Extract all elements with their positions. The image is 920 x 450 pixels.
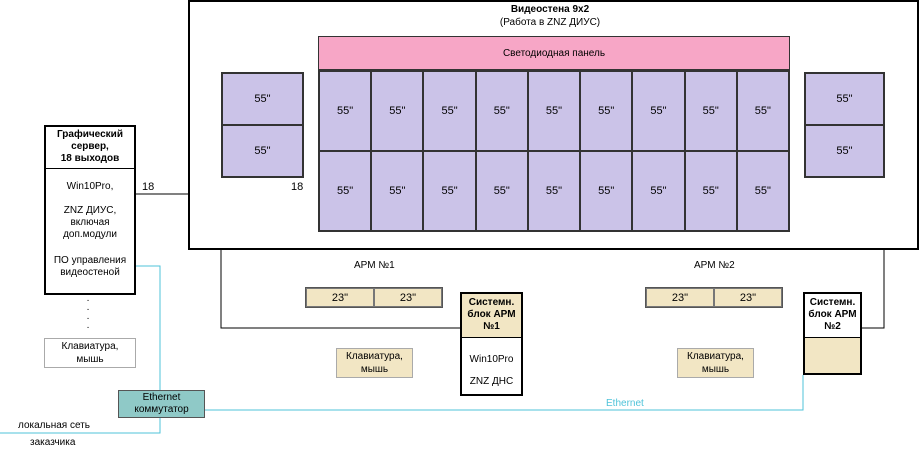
arm2-system-unit: Системн. блок АРМ №2 bbox=[803, 292, 862, 375]
screen-tile: 55" bbox=[580, 151, 633, 231]
server-title-line: Графический bbox=[57, 129, 123, 140]
arm2-unit-title-line: №2 bbox=[824, 321, 841, 332]
arm1-keyboard-mouse: Клавиатура, мышь bbox=[336, 348, 413, 378]
ethernet-line-lan bbox=[0, 418, 161, 434]
arm1-label: АРМ №1 bbox=[354, 260, 395, 271]
ethernet-line-server bbox=[136, 265, 161, 390]
arm1-sw: ZNZ ДНС bbox=[469, 376, 514, 387]
screen-tile: 55" bbox=[632, 151, 685, 231]
server-title-line: сервер, bbox=[71, 141, 109, 152]
screen-tile: 55" bbox=[684, 71, 737, 151]
lan-label-line: заказчика bbox=[30, 437, 76, 448]
screen-tile: 55" bbox=[736, 71, 789, 151]
continuation-dots: · · · · bbox=[86, 295, 90, 333]
arm1-unit-title-line: блок АРМ bbox=[467, 309, 516, 320]
screen-tile: 55" bbox=[423, 71, 476, 151]
monitor: 23" bbox=[714, 288, 782, 307]
output-count-left: 18 bbox=[142, 181, 155, 193]
ethernet-switch: Ethernet коммутатор bbox=[118, 390, 205, 418]
screen-tile: 55" bbox=[222, 125, 303, 177]
monitor: 23" bbox=[306, 288, 374, 307]
screen-tile: 55" bbox=[319, 151, 372, 231]
ethernet-label: Ethernet bbox=[606, 398, 644, 409]
graphics-server: Графический сервер, 18 выходов Win10Pro,… bbox=[44, 125, 136, 295]
screen-tile: 55" bbox=[527, 71, 581, 151]
lan-label-line: локальная сеть bbox=[18, 420, 91, 431]
screen-tile: 55" bbox=[805, 73, 884, 125]
arm2-cable bbox=[862, 250, 885, 329]
arm2-keyboard-mouse: Клавиатура, мышь bbox=[677, 348, 754, 378]
led-panel: Светодиодная панель bbox=[318, 36, 790, 70]
arm2-monitors: 23" 23" bbox=[645, 287, 783, 308]
screen-tile: 55" bbox=[319, 71, 372, 151]
arm1-os: Win10Pro bbox=[469, 354, 514, 365]
server-title-line: 18 выходов bbox=[60, 153, 120, 164]
screen-tile: 55" bbox=[684, 151, 737, 231]
screen-tile: 55" bbox=[475, 151, 528, 231]
screen-tile: 55" bbox=[736, 151, 789, 231]
server-sw-line: ZNZ ДИУС, bbox=[63, 205, 117, 216]
video-wall-title: Видеостена 9х2 bbox=[510, 4, 590, 15]
server-keyboard-mouse: Клавиатура, мышь bbox=[44, 338, 136, 368]
server-sw-line: включая bbox=[70, 217, 110, 228]
screen-tile: 55" bbox=[527, 151, 581, 231]
server-sw-line: доп.модули bbox=[63, 229, 117, 240]
arm2-label: АРМ №2 bbox=[694, 260, 735, 271]
arm1-monitors: 23" 23" bbox=[305, 287, 443, 308]
screen-tile: 55" bbox=[222, 73, 303, 125]
arm1-system-unit: Системн. блок АРМ №1 Win10Pro ZNZ ДНС bbox=[460, 292, 523, 396]
arm1-unit-title-line: Системн. bbox=[468, 297, 515, 308]
arm1-unit-title-line: №1 bbox=[483, 321, 500, 332]
screen-tile: 55" bbox=[580, 71, 633, 151]
arm2-unit-title-line: блок АРМ bbox=[808, 309, 857, 320]
ethernet-line-arms bbox=[205, 375, 804, 411]
server-os: Win10Pro, bbox=[66, 181, 114, 192]
output-count-right: 18 bbox=[291, 181, 304, 193]
server-ctrl-line: ПО управления bbox=[53, 255, 127, 266]
left-side-screens: 55" 55" bbox=[221, 72, 304, 178]
screen-tile: 55" bbox=[423, 151, 476, 231]
right-side-screens: 55" 55" bbox=[804, 72, 885, 178]
screen-tile: 55" bbox=[805, 125, 884, 177]
screen-tile: 55" bbox=[371, 151, 424, 231]
arm2-unit-title-line: Системн. bbox=[809, 297, 856, 308]
arm1-cable bbox=[220, 250, 460, 329]
server-ctrl-line: видеостеной bbox=[60, 267, 120, 278]
monitor: 23" bbox=[374, 288, 442, 307]
screen-tile: 55" bbox=[371, 71, 424, 151]
screen-tile: 55" bbox=[632, 71, 685, 151]
video-wall-subtitle: (Работа в ZNZ ДИУС) bbox=[499, 17, 601, 28]
monitor: 23" bbox=[646, 288, 714, 307]
main-screen-grid: 55" 55" 55" 55" 55" 55" 55" 55" 55" 55" … bbox=[318, 70, 790, 232]
screen-tile: 55" bbox=[475, 71, 528, 151]
